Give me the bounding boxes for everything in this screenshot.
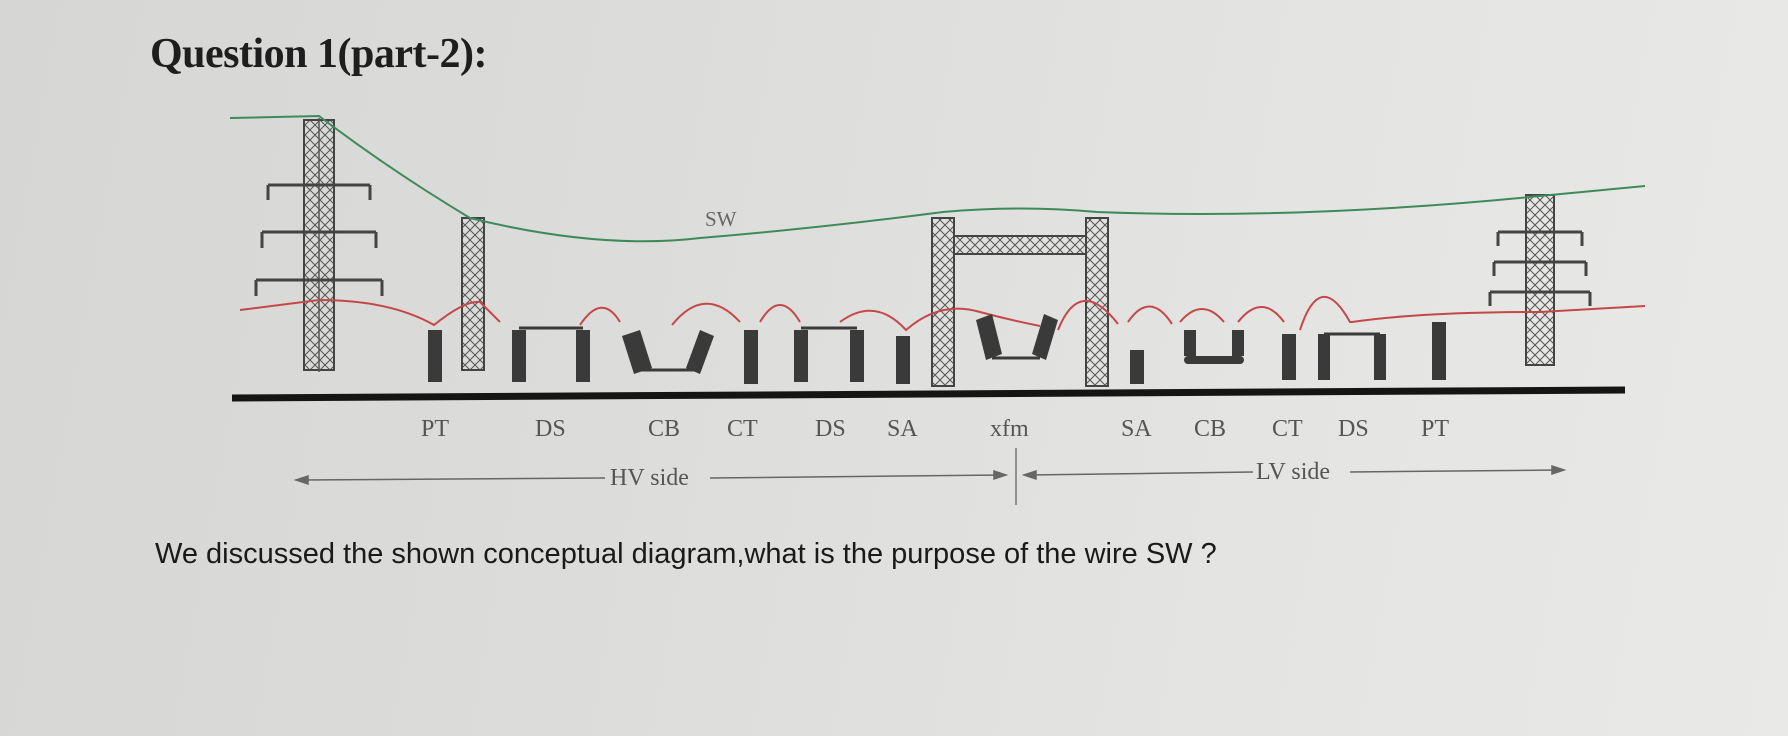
equipment <box>428 314 1446 384</box>
label-ds2-hv: DS <box>815 416 846 442</box>
sw-label: SW <box>705 207 737 231</box>
label-pt-lv: PT <box>1421 416 1449 442</box>
component-labels: PT DS CB CT DS SA xfm SA CB CT DS PT <box>421 416 1449 442</box>
label-ct-hv: CT <box>727 416 758 442</box>
dead-end-tower <box>461 217 485 371</box>
label-pt-hv: PT <box>421 416 449 442</box>
lv-side-label: LV side <box>1256 459 1330 485</box>
label-ds-hv: DS <box>535 416 566 442</box>
ground-line <box>231 386 1626 402</box>
right-transmission-tower <box>1488 194 1592 366</box>
label-cb-lv: CB <box>1194 416 1226 442</box>
phase-conductor <box>239 295 1646 332</box>
left-transmission-tower <box>254 118 384 372</box>
label-cb-hv: CB <box>648 416 680 442</box>
label-ct-lv: CT <box>1272 416 1303 442</box>
pt-hv-insulator <box>428 330 442 382</box>
question-title: Question 1(part-2): <box>150 31 487 77</box>
label-xfm: xfm <box>990 416 1029 442</box>
label-sa-lv: SA <box>1121 416 1152 442</box>
question-text: We discussed the shown conceptual diagra… <box>155 538 1217 570</box>
transformer-gantry <box>931 217 1109 387</box>
label-ds-lv: DS <box>1338 416 1369 442</box>
label-sa-hv: SA <box>887 416 918 442</box>
hv-side-label: HV side <box>610 465 689 491</box>
shield-wire-sw <box>229 114 1646 243</box>
side-arrows <box>293 448 1567 505</box>
